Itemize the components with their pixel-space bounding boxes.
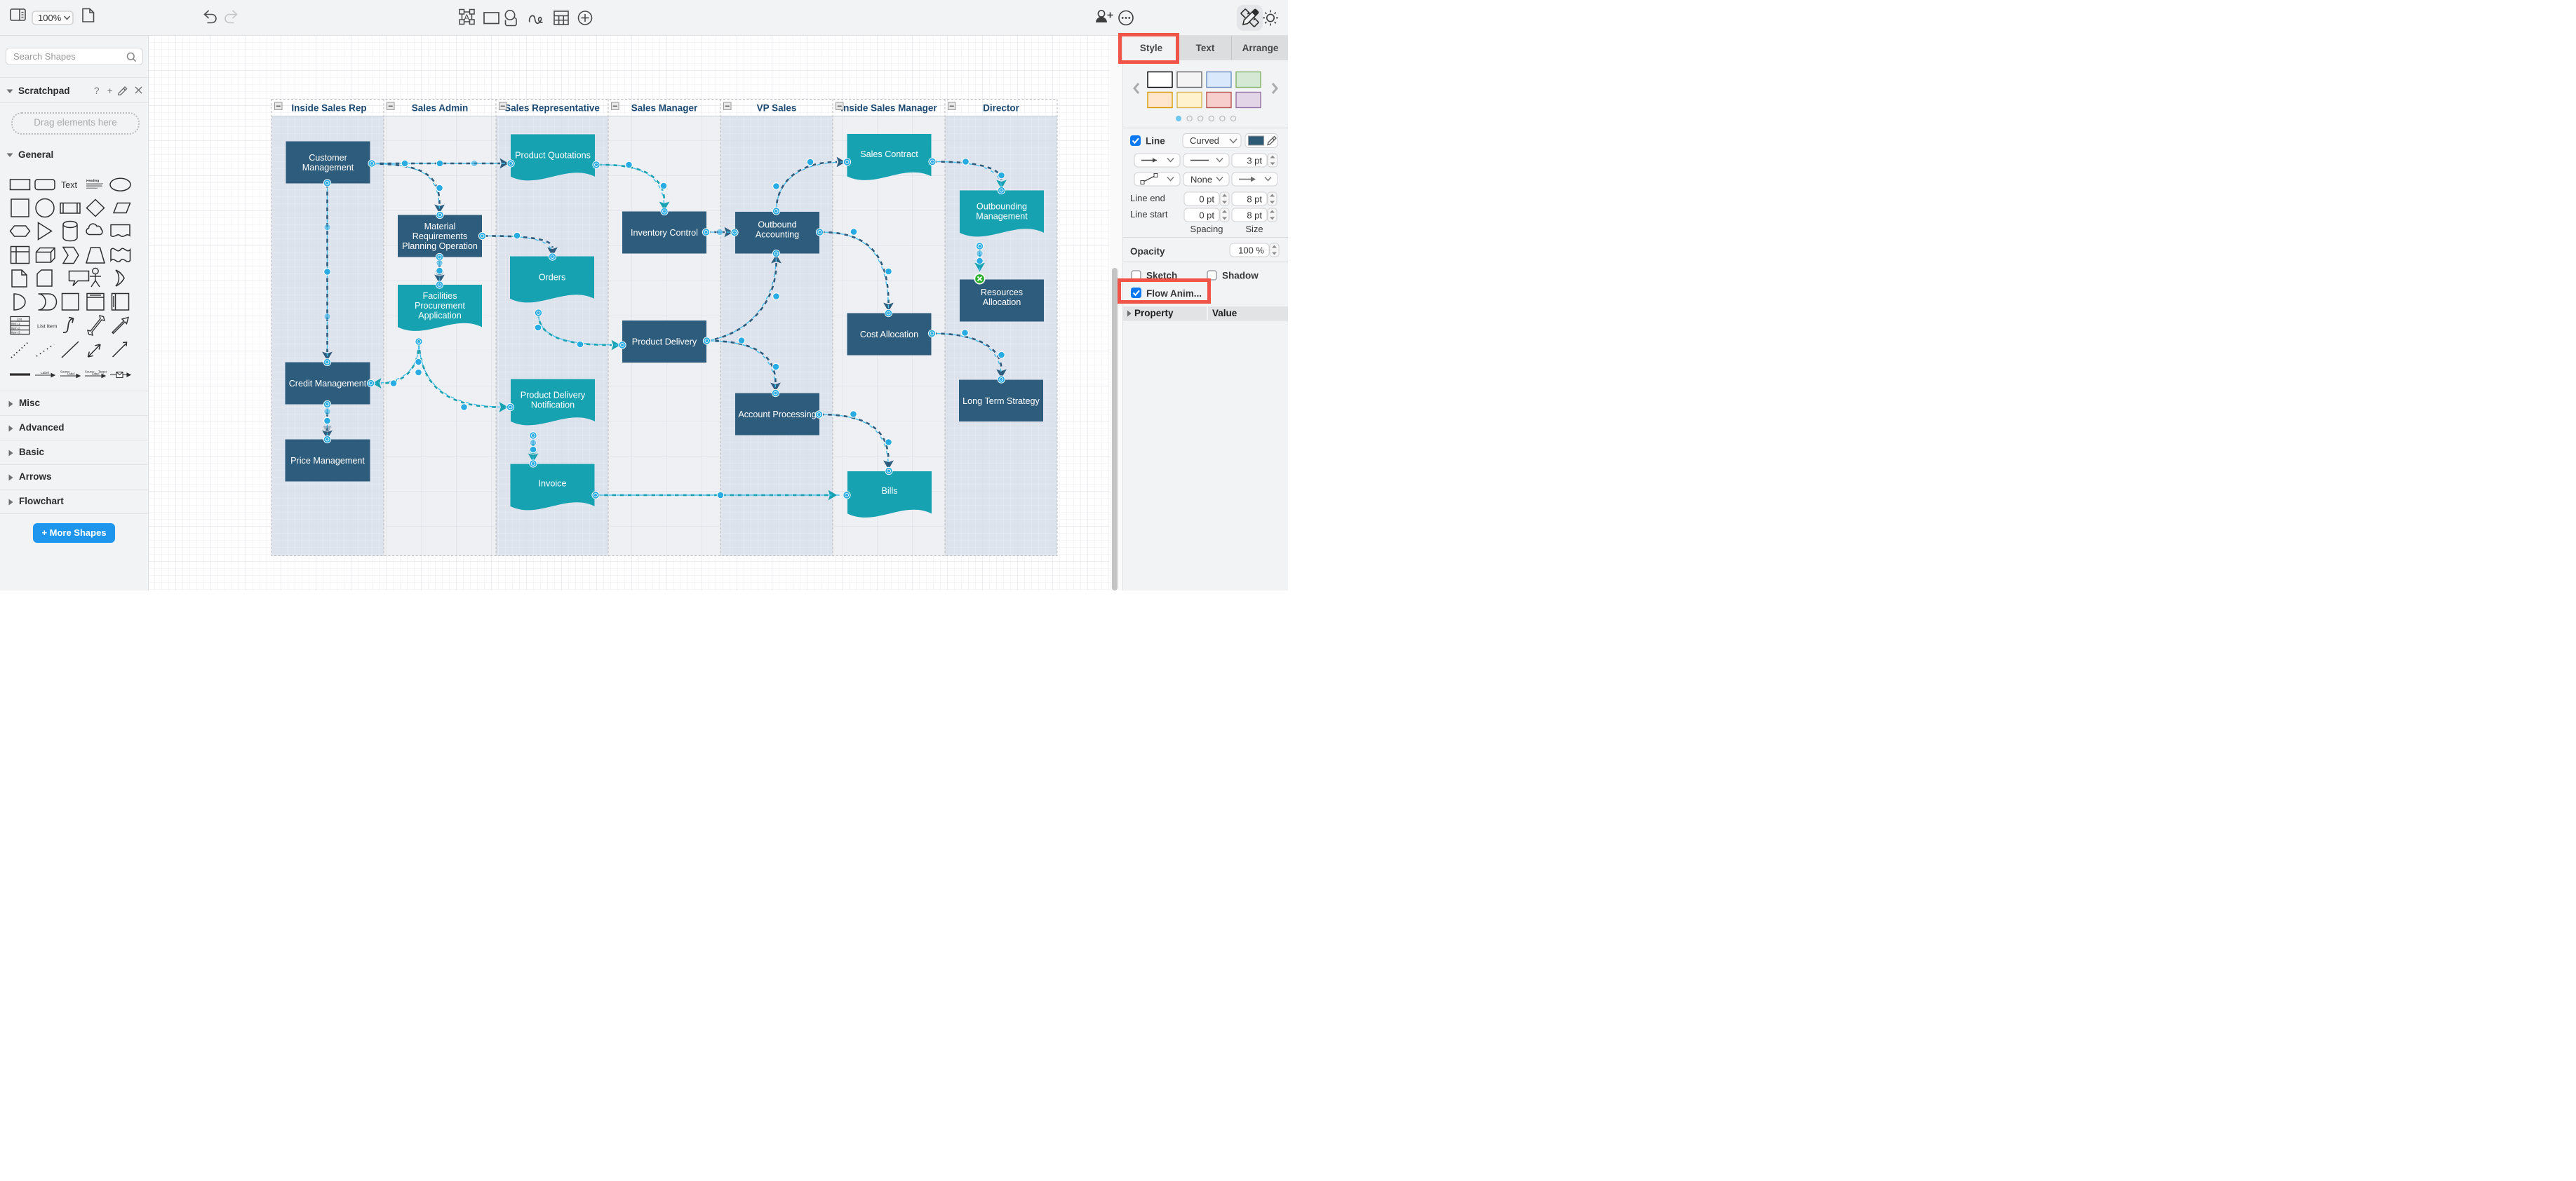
svg-text:0 pt: 0 pt	[1199, 194, 1214, 205]
svg-text:8 pt: 8 pt	[1247, 210, 1262, 221]
svg-text:Sketch: Sketch	[1146, 271, 1177, 281]
svg-text:A: A	[464, 13, 469, 22]
svg-text:Account Processing: Account Processing	[738, 410, 816, 419]
svg-text:VP Sales: VP Sales	[757, 103, 797, 114]
svg-text:8 pt: 8 pt	[1247, 194, 1262, 205]
svg-text:Orders: Orders	[539, 273, 566, 283]
svg-text:Heading: Heading	[86, 179, 99, 182]
svg-text:100 %: 100 %	[1238, 245, 1264, 256]
svg-text:Size: Size	[1245, 224, 1263, 234]
svg-text:Product Quotations: Product Quotations	[515, 151, 591, 161]
svg-text:Item 3: Item 3	[11, 331, 20, 335]
svg-text:Credit Management: Credit Management	[289, 379, 367, 389]
svg-text:3 pt: 3 pt	[1247, 156, 1262, 166]
svg-text:Line end: Line end	[1130, 193, 1165, 203]
svg-text:Opacity: Opacity	[1130, 246, 1165, 257]
svg-text:Product Delivery: Product Delivery	[632, 337, 697, 347]
svg-text:Label: Label	[41, 371, 49, 375]
svg-text:Shadow: Shadow	[1222, 271, 1259, 281]
svg-text:Sales Contract: Sales Contract	[860, 149, 918, 159]
svg-text:Source: Source	[60, 370, 70, 374]
svg-text:Line start: Line start	[1130, 209, 1168, 220]
svg-text:Bills: Bills	[881, 486, 897, 496]
svg-text:100%: 100%	[38, 13, 62, 23]
svg-text:Item 1: Item 1	[11, 322, 20, 325]
svg-text:None: None	[1190, 175, 1212, 185]
svg-text:Sales Representative: Sales Representative	[504, 103, 600, 114]
svg-text:Spacing: Spacing	[1190, 224, 1223, 234]
svg-text:Inventory Control: Inventory Control	[631, 228, 698, 238]
svg-text:Target: Target	[98, 370, 107, 374]
svg-text:0 pt: 0 pt	[1199, 210, 1214, 221]
svg-text:List Item: List Item	[37, 323, 57, 330]
svg-text:List: List	[17, 318, 22, 321]
svg-text:Flow Anim...: Flow Anim...	[1146, 288, 1202, 299]
svg-text:Price Management: Price Management	[290, 456, 365, 466]
svg-text:Line: Line	[1146, 136, 1165, 147]
svg-text:Label: Label	[92, 372, 100, 376]
svg-text:Label: Label	[67, 372, 75, 376]
svg-text:Long Term Strategy: Long Term Strategy	[962, 396, 1040, 406]
svg-text:Cost Allocation: Cost Allocation	[860, 330, 918, 339]
svg-text:Text: Text	[61, 180, 77, 190]
svg-text:Sales Manager: Sales Manager	[631, 103, 698, 114]
svg-text:Inside Sales Rep: Inside Sales Rep	[291, 103, 366, 114]
svg-text:Director: Director	[983, 103, 1020, 114]
svg-text:Sales Admin: Sales Admin	[412, 103, 469, 114]
svg-text:Invoice: Invoice	[539, 479, 567, 489]
svg-text:Item 2: Item 2	[11, 327, 20, 330]
svg-text:Inside Sales Manager: Inside Sales Manager	[840, 103, 937, 114]
svg-text:Source: Source	[85, 370, 95, 374]
svg-text:Curved: Curved	[1190, 135, 1219, 146]
